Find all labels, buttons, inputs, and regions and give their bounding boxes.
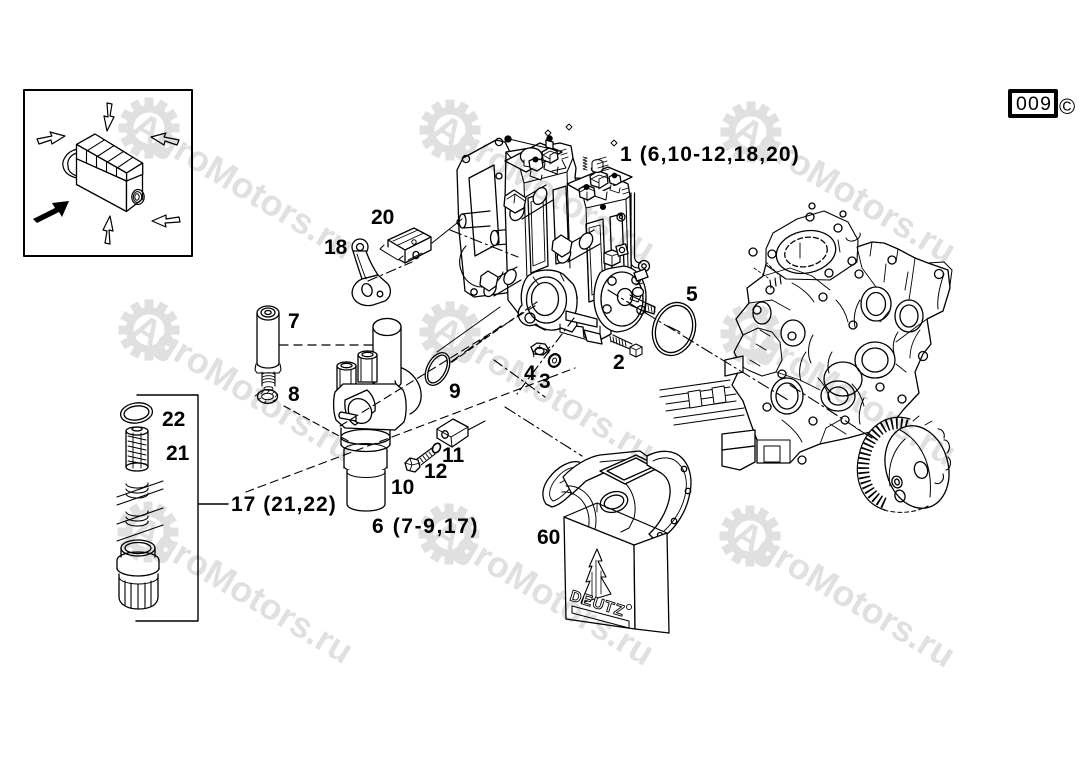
svg-text:©: © — [1059, 94, 1075, 119]
svg-text:5: 5 — [686, 283, 698, 306]
svg-text:10: 10 — [391, 476, 414, 499]
svg-text:60: 60 — [537, 526, 560, 549]
svg-text:21: 21 — [166, 442, 190, 465]
svg-text:20: 20 — [371, 206, 394, 229]
svg-text:11: 11 — [442, 444, 465, 467]
svg-text:2: 2 — [613, 351, 625, 374]
svg-text:12: 12 — [424, 460, 447, 483]
svg-text:22: 22 — [162, 408, 185, 431]
svg-text:17 (21,22): 17 (21,22) — [231, 493, 337, 516]
svg-text:7: 7 — [288, 310, 300, 333]
svg-text:9: 9 — [449, 380, 461, 403]
svg-text:009: 009 — [1016, 93, 1052, 115]
